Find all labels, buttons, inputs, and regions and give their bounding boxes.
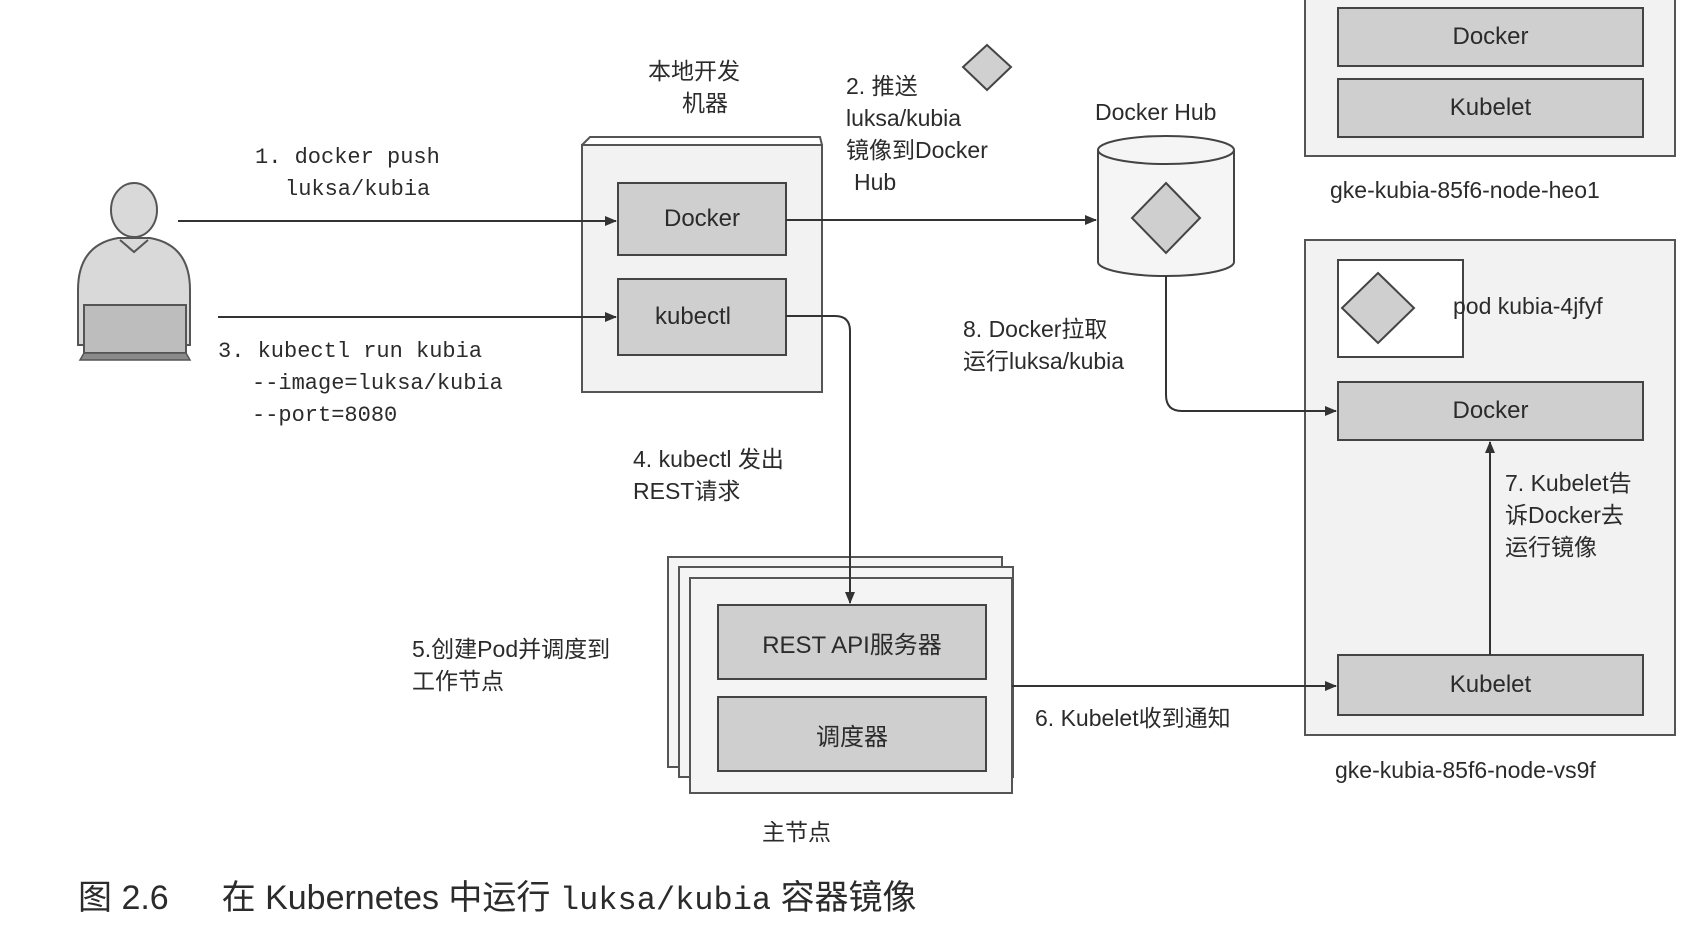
step5-line1: 5.创建Pod并调度到 [412, 636, 611, 662]
local-machine-box [581, 136, 823, 393]
step3-line1: 3. kubectl run kubia [218, 339, 483, 364]
step1-line1: 1. docker push [255, 145, 440, 170]
node-heo1-panel [1304, 0, 1676, 157]
developer-person-icon [77, 182, 192, 361]
scheduler-label: 调度器 [816, 723, 888, 751]
vs9f-docker-label: Docker [1452, 397, 1529, 424]
heo1-kubelet-label: Kubelet [1449, 94, 1532, 121]
step7-line1: 7. Kubelet告 [1505, 470, 1632, 496]
step8-line1: 8. Docker拉取 [963, 316, 1108, 342]
step6-label: 6. Kubelet收到通知 [1035, 705, 1231, 731]
local-machine-title: 本地开发 机器 [648, 55, 740, 119]
caption-prefix: 图 2.6 [78, 879, 169, 917]
step8-line2: 运行luksa/kubia [963, 348, 1125, 374]
master-node-stack [667, 556, 1014, 794]
step7-line3: 运行镜像 [1505, 534, 1597, 560]
step1-line2: luksa/kubia [285, 177, 431, 202]
caption-text2: 容器镜像 [780, 879, 917, 917]
heo1-kubelet-box [1337, 78, 1644, 138]
arrow-rest-request [786, 315, 855, 604]
docker-hub-cylinder-icon [1097, 135, 1235, 277]
image-diamond-icon [1130, 181, 1202, 255]
flow-arrows [178, 215, 1495, 691]
step5-line2: 工作节点 [412, 668, 504, 694]
step4-line1: 4. kubectl 发出 [633, 446, 784, 472]
heo1-docker-box [1337, 7, 1644, 67]
local-kubectl-box [617, 278, 787, 356]
pod-image-diamond-icon [1340, 271, 1416, 345]
rest-api-server-label: REST API服务器 [762, 631, 942, 659]
step2-label: 2. 推送 luksa/kubia 镜像到Docker Hub [846, 70, 988, 198]
arrow-docker-pull [1165, 276, 1337, 416]
container-image-diamond-icon [961, 43, 1013, 92]
step5-label: 5.创建Pod并调度到 工作节点 [412, 633, 610, 697]
step4-label: 4. kubectl 发出 REST请求 [633, 443, 784, 507]
step4-line2: REST请求 [633, 478, 741, 504]
step2-line1: 2. 推送 [846, 73, 918, 99]
figure-caption: 图 2.6 在 Kubernetes 中运行 luksa/kubia 容器镜像 [78, 876, 917, 923]
node-heo1-name: gke-kubia-85f6-node-heo1 [1330, 177, 1600, 203]
step8-label: 8. Docker拉取 运行luksa/kubia [963, 313, 1124, 377]
step7-label: 7. Kubelet告 诉Docker去 运行镜像 [1505, 467, 1632, 563]
pod-label: pod kubia-4jfyf [1453, 293, 1603, 319]
step3-line3: --port=8080 [252, 403, 398, 428]
step7-line2: 诉Docker去 [1505, 502, 1624, 528]
caption-text1: 在 Kubernetes 中运行 [221, 879, 551, 917]
vs9f-kubelet-label: Kubelet [1449, 671, 1532, 698]
local-machine-title-line2: 机器 [682, 90, 728, 116]
step1-label: 1. docker push luksa/kubia [255, 142, 440, 206]
scheduler-box [717, 696, 987, 772]
step2-line3: 镜像到Docker [846, 137, 988, 163]
rest-api-server-box [717, 604, 987, 680]
master-node-label: 主节点 [762, 819, 831, 845]
step3-line2: --image=luksa/kubia [252, 371, 503, 396]
caption-code: luksa/kubia [559, 882, 772, 919]
docker-hub-label: Docker Hub [1095, 99, 1217, 125]
heo1-docker-label: Docker [1452, 23, 1529, 50]
local-docker-label: Docker [663, 205, 741, 232]
step2-line4: Hub [854, 169, 897, 195]
vs9f-docker-box [1337, 381, 1644, 441]
local-machine-title-line1: 本地开发 [648, 58, 740, 84]
local-kubectl-label: kubectl [654, 303, 732, 330]
step2-line2: luksa/kubia [846, 105, 962, 131]
step3-label: 3. kubectl run kubia --image=luksa/kubia… [218, 336, 503, 432]
local-docker-box [617, 182, 787, 256]
node-vs9f-name: gke-kubia-85f6-node-vs9f [1335, 757, 1596, 783]
